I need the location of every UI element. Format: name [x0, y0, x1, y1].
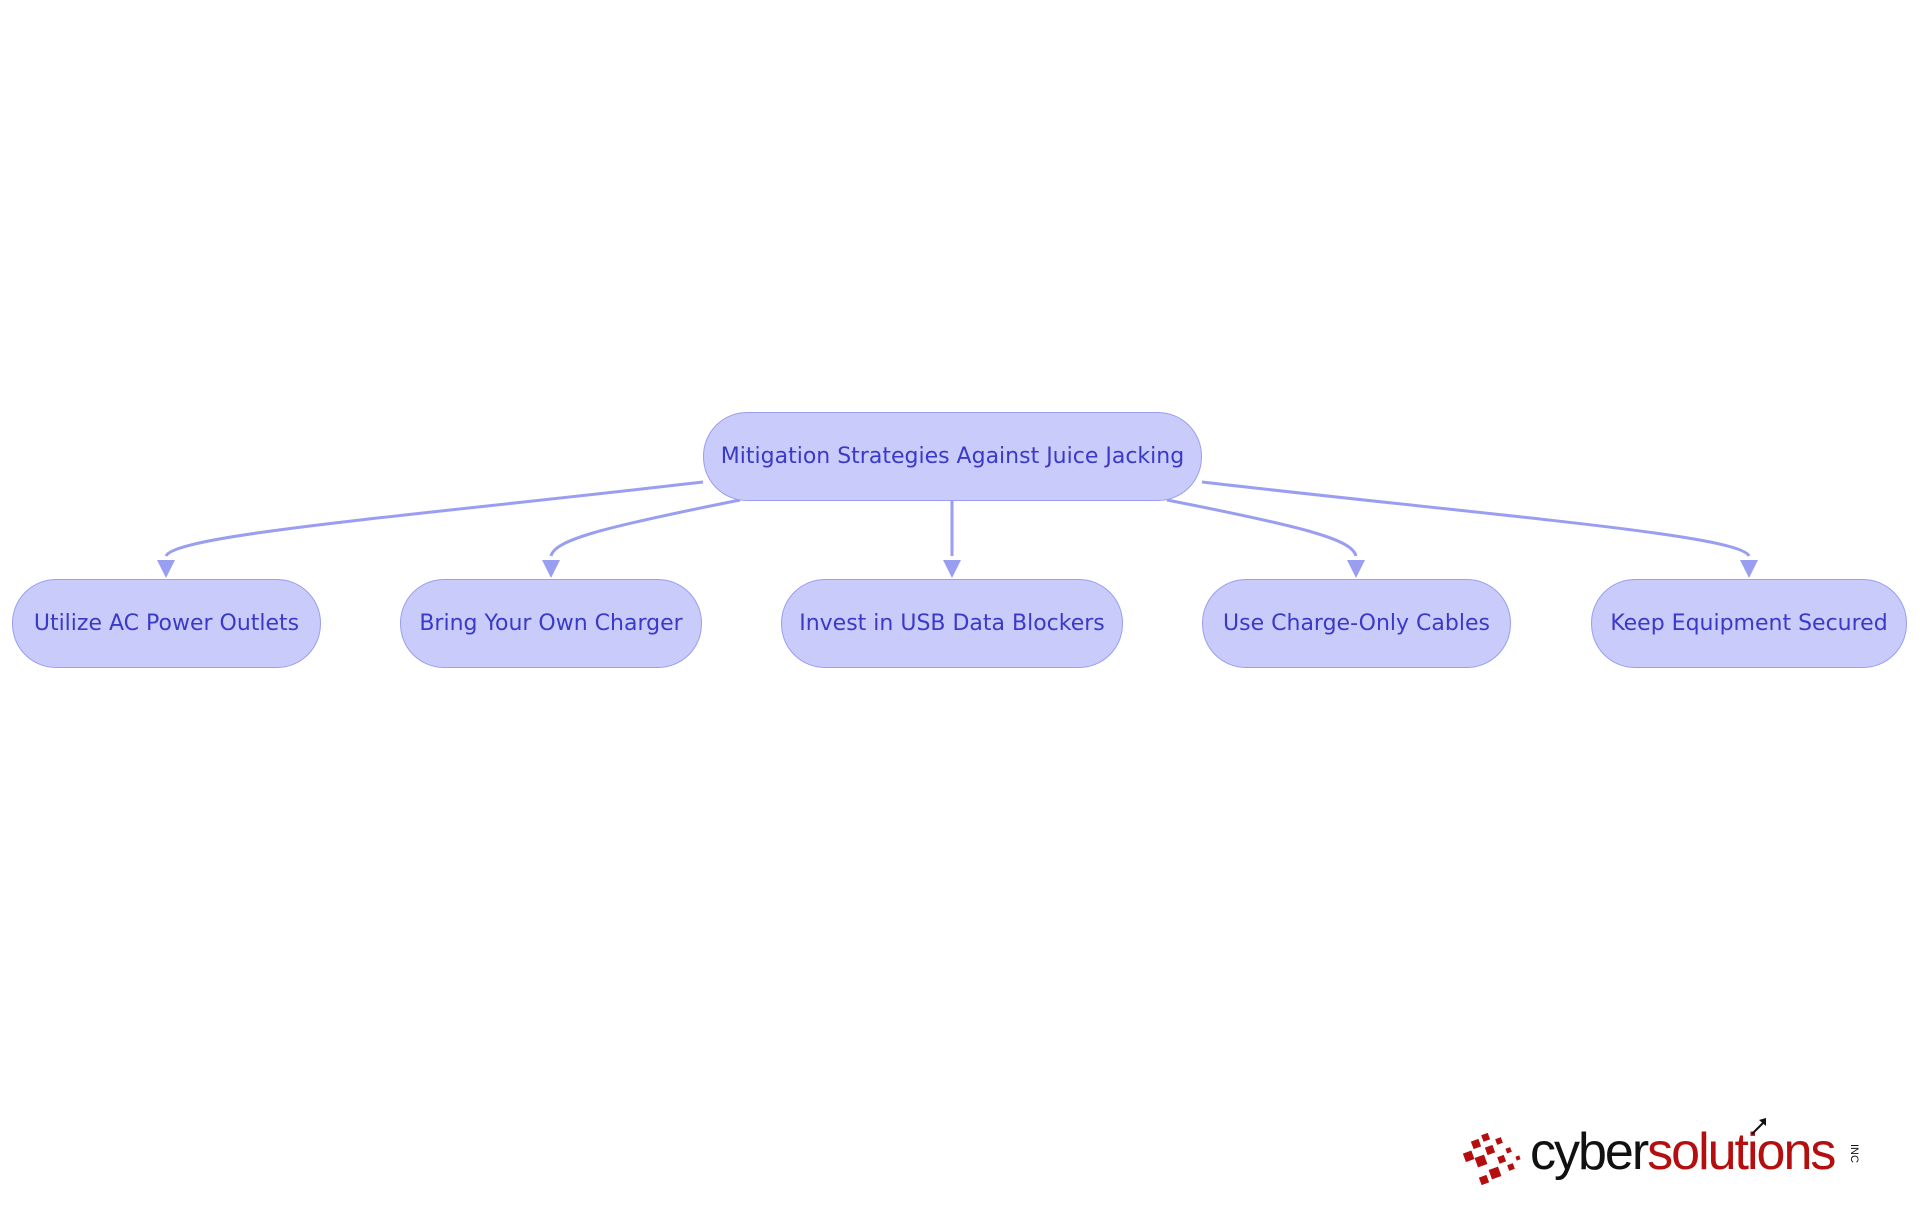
logo-word-solutions: solutions — [1647, 1123, 1836, 1181]
arrowhead-c5 — [1740, 560, 1758, 578]
child-node-invest-in-usb-data-blockers: Invest in USB Data Blockers — [781, 579, 1123, 668]
child-node-use-charge-only-cables: Use Charge-Only Cables — [1202, 579, 1511, 668]
child-node-label: Use Charge-Only Cables — [1223, 611, 1490, 636]
arrowhead-c3 — [943, 560, 961, 578]
edge-root-c2 — [549, 498, 741, 557]
arrowhead-c4 — [1347, 560, 1365, 578]
arrowhead-c1 — [157, 560, 175, 578]
child-node-utilize-ac-power-outlets: Utilize AC Power Outlets — [12, 579, 321, 668]
edge-root-c1 — [164, 480, 704, 557]
child-node-label: Bring Your Own Charger — [419, 611, 683, 636]
root-node: Mitigation Strategies Against Juice Jack… — [703, 412, 1202, 501]
child-node-label: Invest in USB Data Blockers — [799, 611, 1105, 636]
edge-root-c5 — [1201, 480, 1751, 557]
child-node-label: Utilize AC Power Outlets — [33, 611, 300, 636]
logo-word-cyber: cyber — [1530, 1123, 1649, 1181]
logo-arrow-icon — [1751, 1118, 1766, 1135]
child-node-label: Keep Equipment Secured — [1610, 611, 1888, 636]
arrowhead-c2 — [542, 560, 560, 578]
logo-wordmark: cybersolutions — [1530, 1123, 1836, 1181]
child-node-keep-equipment-secured: Keep Equipment Secured — [1591, 579, 1907, 668]
root-node-label: Mitigation Strategies Against Juice Jack… — [720, 444, 1185, 469]
cybersolutions-logo: cybersolutions INC — [1460, 1118, 1860, 1192]
child-node-bring-your-own-charger: Bring Your Own Charger — [400, 579, 702, 668]
logo-mark-icon — [1462, 1132, 1521, 1186]
edge-root-c4 — [1166, 498, 1358, 557]
logo-inc-suffix: INC — [1848, 1144, 1860, 1163]
